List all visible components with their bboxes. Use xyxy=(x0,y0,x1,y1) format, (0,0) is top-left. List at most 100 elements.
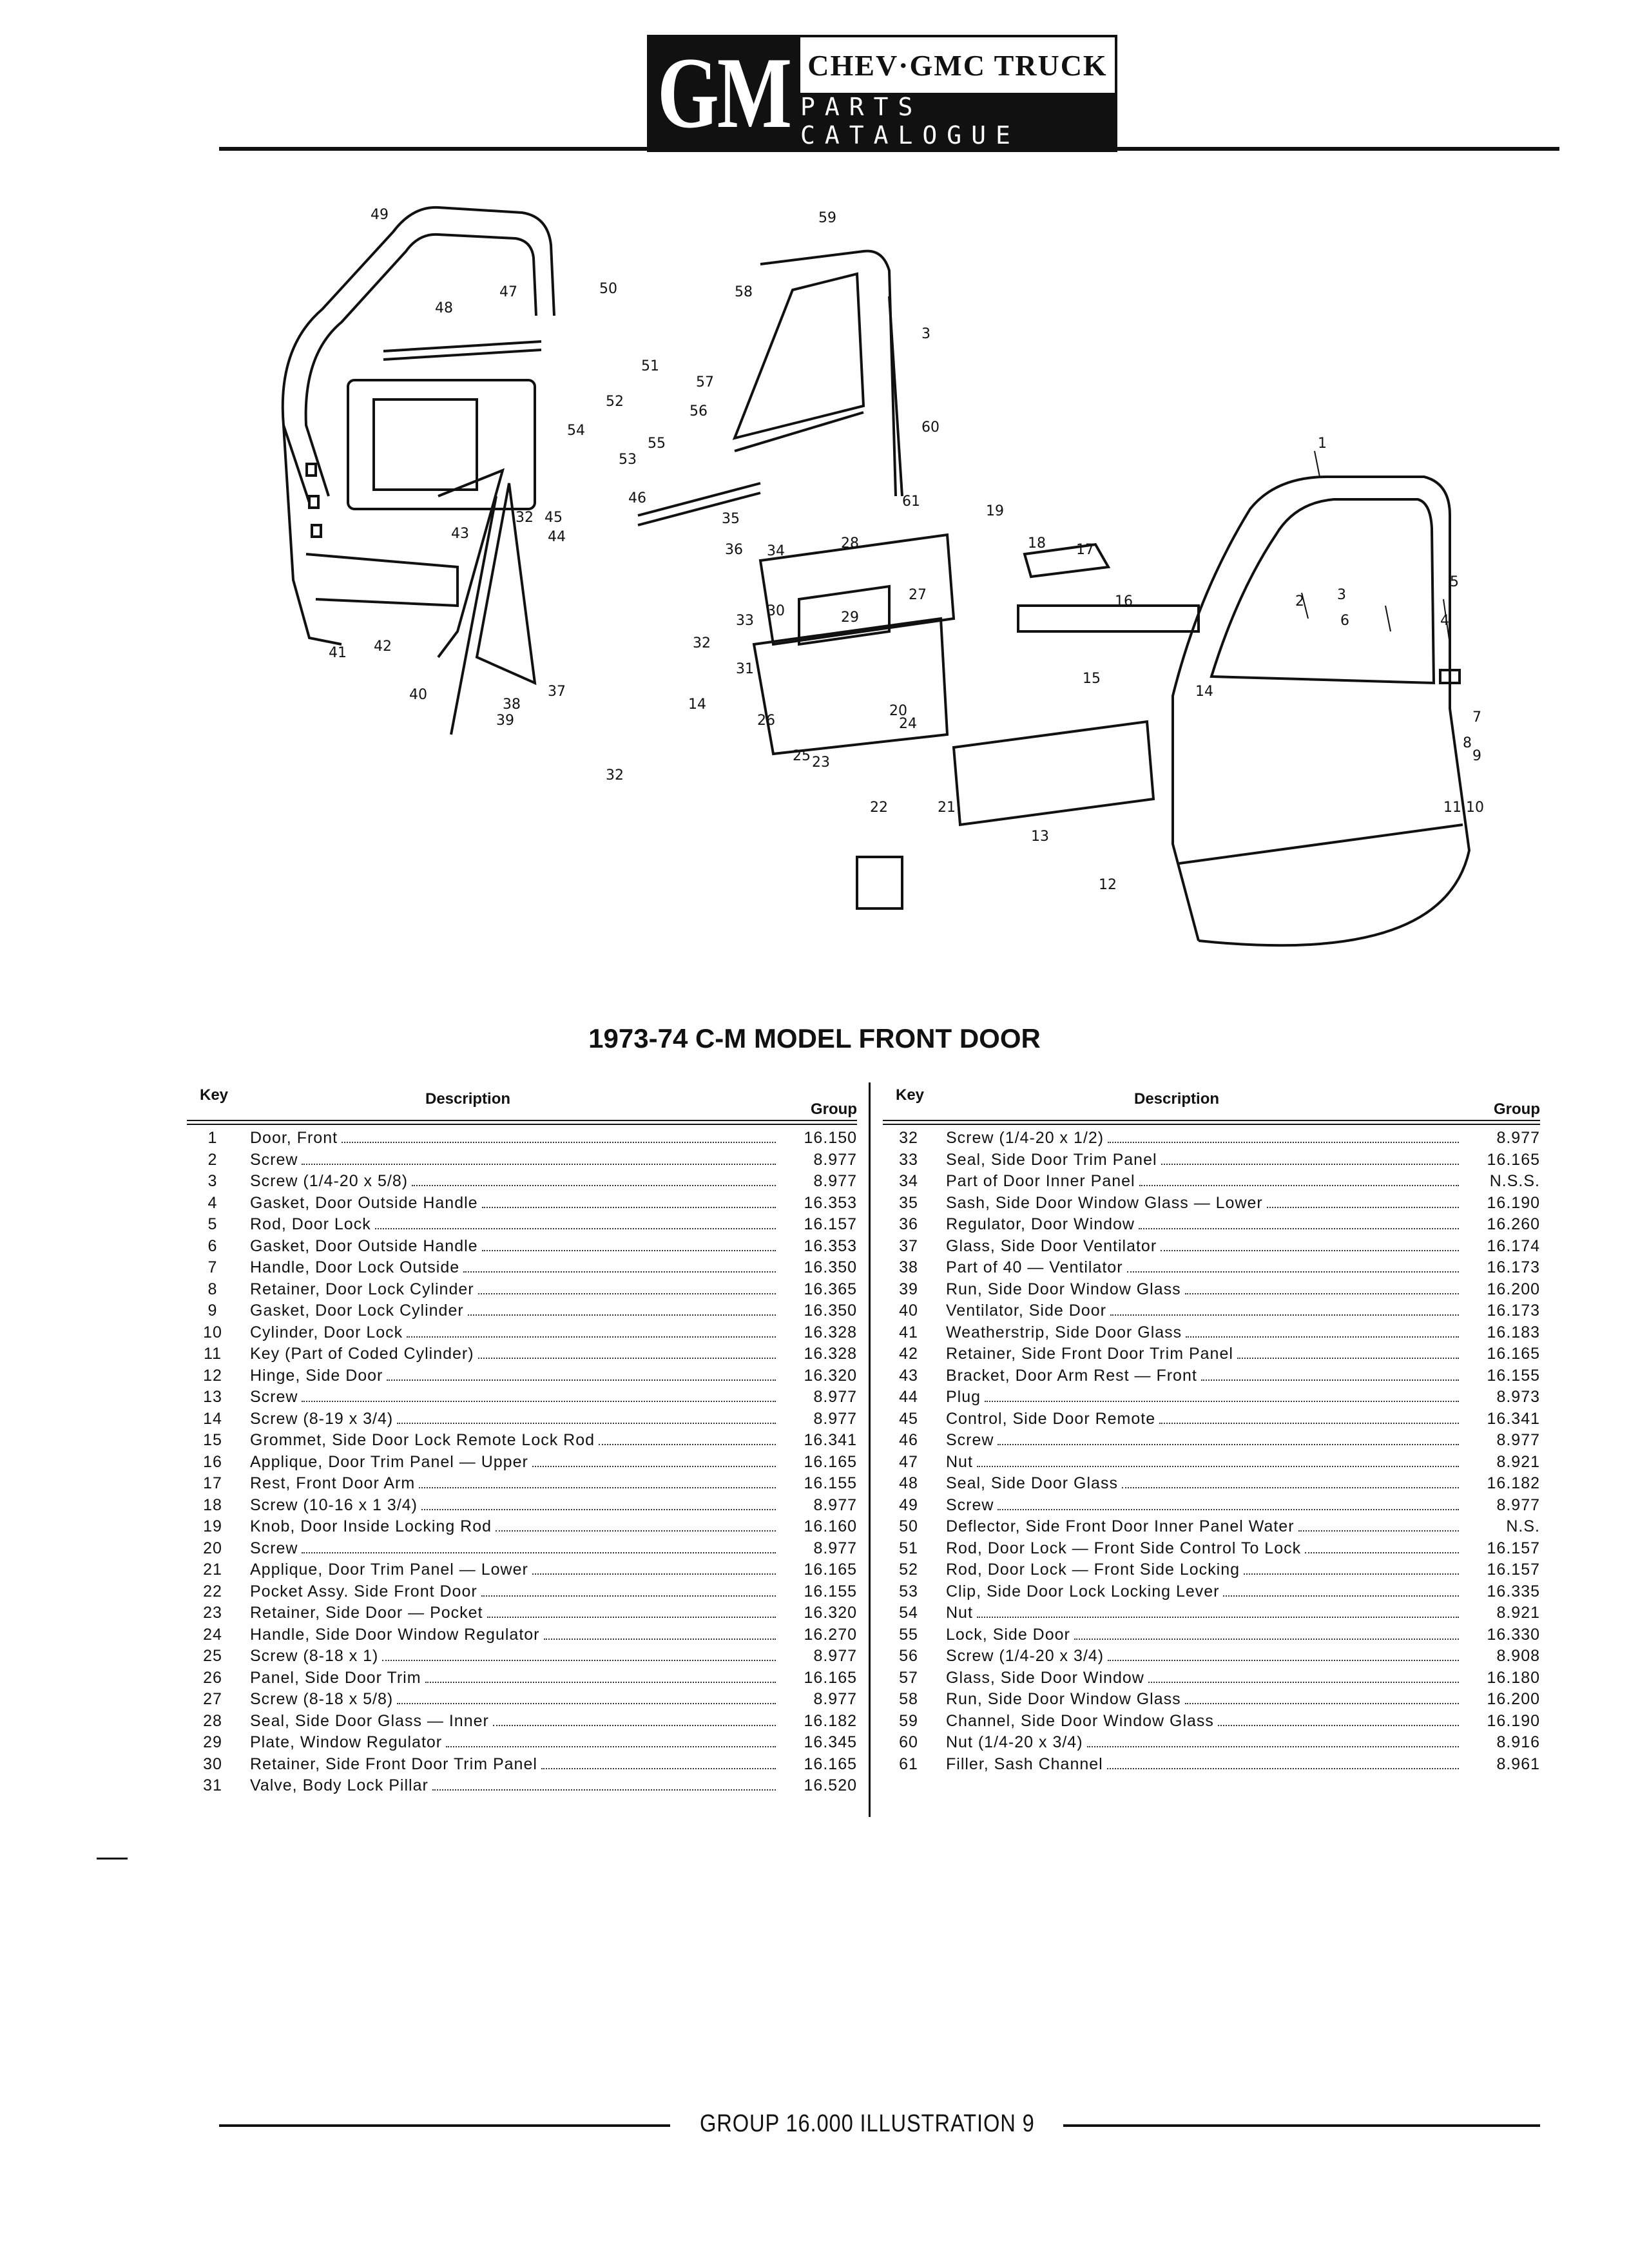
callout-label: 49 xyxy=(371,207,389,223)
callout-label: 10 xyxy=(1466,800,1484,816)
part-group: 16.353 xyxy=(804,1236,857,1255)
part-description-cell: Pocket Assy. Side Front Door xyxy=(238,1582,780,1601)
part-description-cell: Nut xyxy=(934,1453,1463,1472)
part-description-cell: Seal, Side Door Trim Panel xyxy=(934,1151,1463,1169)
callout-label: 34 xyxy=(767,543,785,559)
part-description-cell: Filler, Sash Channel xyxy=(934,1755,1463,1774)
catalogue-banner: CHEV·GMC TRUCK PARTS CATALOGUE xyxy=(800,35,1117,152)
callout-label: 35 xyxy=(722,511,740,527)
part-description-cell: Screw xyxy=(934,1431,1463,1450)
part-description: Screw (8-18 x 5/8) xyxy=(250,1690,394,1708)
part-key: 3 xyxy=(207,1172,218,1190)
part-description: Filler, Sash Channel xyxy=(946,1754,1103,1773)
part-description: Cylinder, Door Lock xyxy=(250,1323,403,1341)
part-description-cell: Run, Side Door Window Glass xyxy=(934,1280,1463,1299)
part-key: 36 xyxy=(899,1215,918,1233)
part-key: 53 xyxy=(899,1582,918,1600)
part-group: 16.328 xyxy=(804,1323,857,1341)
part-description-cell: Screw xyxy=(934,1496,1463,1515)
table-header: Key Description Group xyxy=(187,1080,857,1120)
part-description-cell: Screw (8-19 x 3/4) xyxy=(238,1410,780,1428)
leader-dots xyxy=(1244,1573,1459,1575)
callout-label: 47 xyxy=(499,284,517,300)
callout-label: 45 xyxy=(545,510,563,526)
leader-dots xyxy=(407,1336,776,1338)
part-description-cell: Screw (8-18 x 5/8) xyxy=(238,1690,780,1709)
part-key: 33 xyxy=(899,1150,918,1169)
callout-label: 32 xyxy=(606,767,624,783)
part-group: 16.165 xyxy=(804,1452,857,1471)
callout-label: 9 xyxy=(1472,748,1481,764)
part-description: Bracket, Door Arm Rest — Front xyxy=(946,1366,1197,1385)
part-key: 28 xyxy=(203,1711,222,1730)
part-description: Screw (10-16 x 1 3/4) xyxy=(250,1495,418,1514)
part-description: Part of 40 — Ventilator xyxy=(946,1258,1123,1276)
part-description: Screw (1/4-20 x 5/8) xyxy=(250,1172,409,1190)
leader-dots xyxy=(421,1508,776,1510)
part-key: 6 xyxy=(207,1236,218,1255)
part-description: Part of Door Inner Panel xyxy=(946,1172,1135,1190)
part-description: Rod, Door Lock — Front Side Control To L… xyxy=(946,1539,1302,1557)
part-group: 16.155 xyxy=(1487,1366,1540,1385)
callout-label: 56 xyxy=(689,403,708,419)
part-description: Lock, Side Door xyxy=(946,1625,1070,1644)
description-header: Description xyxy=(425,1090,511,1108)
part-description-cell: Part of Door Inner Panel xyxy=(934,1172,1463,1191)
callout-label: 18 xyxy=(1028,535,1046,552)
part-description-cell: Nut (1/4-20 x 3/4) xyxy=(934,1733,1463,1752)
part-group: 16.165 xyxy=(804,1668,857,1687)
callout-label: 7 xyxy=(1472,709,1481,726)
leader-dots xyxy=(1138,1228,1459,1229)
part-key: 20 xyxy=(203,1539,222,1557)
leader-dots xyxy=(543,1638,776,1640)
part-key: 7 xyxy=(207,1258,218,1276)
part-group: 8.916 xyxy=(1496,1733,1540,1751)
footer-rule-left xyxy=(219,2124,670,2127)
leader-dots xyxy=(1186,1336,1459,1338)
catalogue-subtitle: PARTS CATALOGUE xyxy=(800,93,1020,149)
part-description-cell: Handle, Door Lock Outside xyxy=(238,1258,780,1277)
part-description: Nut (1/4-20 x 3/4) xyxy=(946,1733,1083,1751)
part-group: 8.977 xyxy=(813,1172,857,1190)
part-key: 40 xyxy=(899,1302,918,1320)
part-description: Gasket, Door Outside Handle xyxy=(250,1193,478,1212)
gm-logo-mark: GM xyxy=(647,35,800,152)
callout-label: 39 xyxy=(496,713,514,729)
part-group: 16.350 xyxy=(804,1302,857,1320)
part-description: Screw (8-19 x 3/4) xyxy=(250,1409,394,1428)
part-description: Glass, Side Door Ventilator xyxy=(946,1236,1157,1255)
callout-label: 16 xyxy=(1115,593,1133,610)
leader-dots xyxy=(1126,1271,1459,1273)
part-description: Weatherstrip, Side Door Glass xyxy=(946,1323,1182,1341)
part-group: 16.260 xyxy=(1487,1215,1540,1233)
callout-label: 54 xyxy=(567,423,585,439)
part-key: 43 xyxy=(899,1366,918,1385)
part-key: 16 xyxy=(203,1452,222,1471)
leader-dots xyxy=(1237,1358,1459,1359)
callout-label: 22 xyxy=(870,800,888,816)
part-key: 54 xyxy=(899,1604,918,1622)
part-description: Run, Side Door Window Glass xyxy=(946,1690,1181,1708)
gm-logo: GM CHEV·GMC TRUCK PARTS CATALOGUE xyxy=(647,35,1117,152)
key-header: Key xyxy=(896,1086,925,1104)
part-description-cell: Hinge, Side Door xyxy=(238,1367,780,1385)
leader-dots xyxy=(976,1617,1459,1618)
header-rule xyxy=(219,147,1559,151)
part-description: Valve, Body Lock Pillar xyxy=(250,1776,429,1794)
part-description: Rest, Front Door Arm xyxy=(250,1474,416,1492)
part-key: 61 xyxy=(899,1754,918,1773)
part-description: Pocket Assy. Side Front Door xyxy=(250,1582,477,1600)
